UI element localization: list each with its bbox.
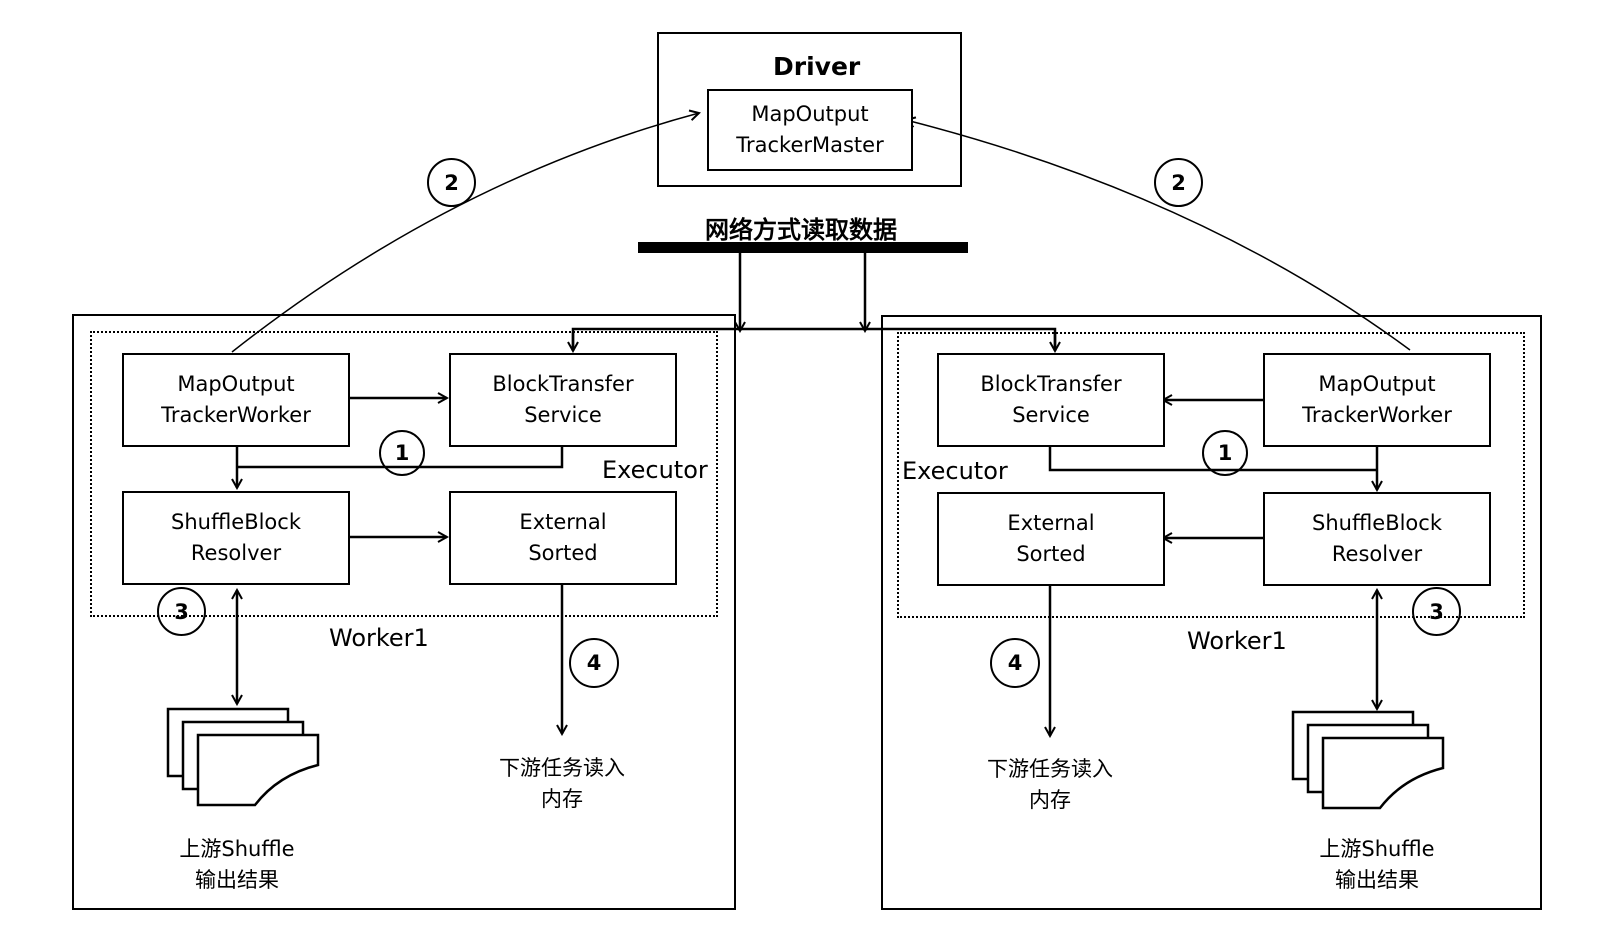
left-worker-box: [72, 314, 736, 910]
right-block-transfer: BlockTransfer Service: [937, 353, 1165, 447]
network-label: 网络方式读取数据: [705, 216, 897, 244]
right-external-sorted: External Sorted: [937, 492, 1165, 586]
right-files-caption: 上游Shuffle 输出结果: [1277, 834, 1477, 896]
left-memory-caption-line1: 下游任务读入: [499, 756, 625, 780]
left-file-stack-icon: [166, 707, 320, 807]
left-tracker-worker-line2: TrackerWorker: [161, 403, 311, 427]
left-resolver: ShuffleBlock Resolver: [122, 491, 350, 585]
driver-box: [657, 32, 962, 187]
right-worker-label: Worker1: [1187, 627, 1287, 655]
left-block-transfer-line2: Service: [524, 403, 602, 427]
left-resolver-line2: Resolver: [190, 541, 282, 565]
right-tracker-worker-line2: TrackerWorker: [1302, 403, 1452, 427]
right-bts-to-resolver: [1048, 447, 1377, 472]
left-external-line1: External: [519, 510, 607, 534]
step-3-left: 3: [157, 587, 206, 636]
step-3-right: 3: [1412, 587, 1461, 636]
curve-right-to-driver: [906, 120, 1411, 351]
curve-left-to-driver: [231, 113, 699, 353]
left-resolver-line1: ShuffleBlock: [171, 510, 301, 534]
right-worker-box: [881, 315, 1542, 910]
left-tracker-worker-line1: MapOutput: [177, 372, 295, 396]
tracker-master-box: MapOutput TrackerMaster: [707, 89, 913, 171]
driver-title: Driver: [773, 52, 861, 81]
right-block-transfer-line1: BlockTransfer: [980, 372, 1122, 396]
tracker-master-line1: MapOutput: [751, 102, 869, 126]
left-bts-to-resolver: [237, 446, 564, 469]
right-resolver-line2: Resolver: [1331, 542, 1423, 566]
step-4-left: 4: [569, 638, 619, 688]
right-tracker-worker: MapOutput TrackerWorker: [1263, 353, 1491, 447]
left-files-caption: 上游Shuffle 输出结果: [137, 834, 337, 896]
right-external-line1: External: [1007, 511, 1095, 535]
right-block-transfer-line2: Service: [1012, 403, 1090, 427]
left-block-transfer-line1: BlockTransfer: [492, 372, 634, 396]
left-tracker-worker: MapOutput TrackerWorker: [122, 353, 350, 447]
left-external-sorted: External Sorted: [449, 491, 677, 585]
left-worker-label: Worker1: [329, 624, 429, 652]
step-4-right: 4: [990, 638, 1040, 688]
step-1-left: 1: [379, 430, 425, 476]
right-files-caption-line1: 上游Shuffle: [1319, 837, 1435, 861]
right-file-stack-icon: [1291, 710, 1445, 810]
right-tracker-worker-line1: MapOutput: [1318, 372, 1436, 396]
right-external-line2: Sorted: [1016, 542, 1086, 566]
left-executor-label: Executor: [602, 456, 708, 484]
right-memory-caption: 下游任务读入 内存: [950, 754, 1150, 816]
tracker-master-line2: TrackerMaster: [736, 133, 884, 157]
left-files-caption-line1: 上游Shuffle: [179, 837, 295, 861]
left-memory-caption-line2: 内存: [541, 787, 583, 811]
step-1-right: 1: [1202, 430, 1248, 476]
left-memory-caption: 下游任务读入 内存: [462, 753, 662, 815]
right-resolver: ShuffleBlock Resolver: [1263, 492, 1491, 586]
network-bar: [638, 242, 968, 253]
right-executor-box: [897, 332, 1525, 618]
right-files-caption-line2: 输出结果: [1335, 868, 1419, 892]
right-memory-caption-line2: 内存: [1029, 788, 1071, 812]
step-2-right: 2: [1154, 158, 1203, 207]
left-block-transfer: BlockTransfer Service: [449, 353, 677, 447]
step-2-left: 2: [427, 158, 476, 207]
right-memory-caption-line1: 下游任务读入: [987, 757, 1113, 781]
left-external-line2: Sorted: [528, 541, 598, 565]
left-files-caption-line2: 输出结果: [195, 868, 279, 892]
right-executor-label: Executor: [902, 457, 1008, 485]
right-resolver-line1: ShuffleBlock: [1312, 511, 1442, 535]
left-executor-box: [90, 331, 718, 617]
